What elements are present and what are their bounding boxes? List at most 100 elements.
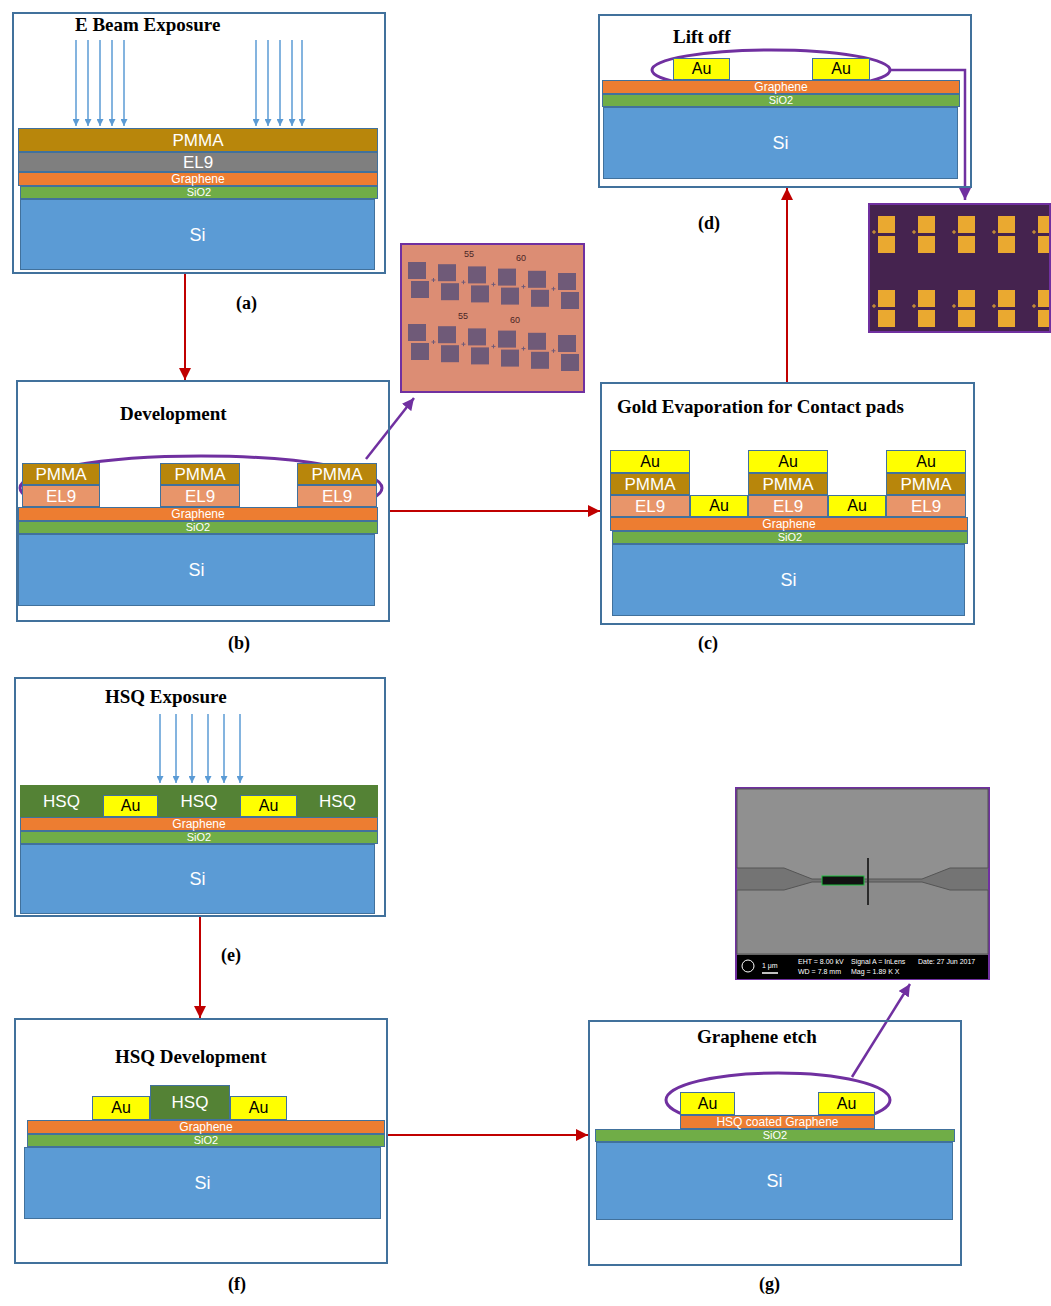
material-layer: HSQ — [150, 1085, 230, 1120]
alignment-mark — [432, 278, 436, 282]
layer-label: PMMA — [312, 466, 363, 483]
process-step-panel: E Beam Exposure(a)PMMAEL9GrapheneSiO2Si — [12, 12, 386, 274]
material-layer: PMMA — [160, 463, 240, 485]
resist-window — [471, 285, 489, 302]
image-annotation: Mag = 1.89 K X — [851, 968, 899, 975]
layer-label: Au — [916, 454, 936, 470]
layer-label: Au — [778, 454, 798, 470]
material-layer: SiO2 — [18, 521, 378, 534]
material-layer: Au — [103, 795, 158, 817]
image-annotation: 60 — [510, 316, 520, 325]
layer-label: Si — [189, 870, 205, 888]
beam-arrow — [239, 714, 241, 783]
material-layer: Graphene — [27, 1120, 385, 1134]
material-layer: EL9 — [160, 485, 240, 507]
layer-label: Graphene — [172, 818, 225, 830]
resist-window — [498, 331, 516, 348]
resist-window — [531, 290, 549, 307]
beam-arrow — [267, 40, 269, 126]
step-caption: (e) — [221, 945, 241, 966]
layer-label: Au — [837, 1096, 857, 1112]
alignment-mark — [462, 342, 466, 346]
material-layer: Au — [230, 1096, 287, 1120]
gold-pad — [998, 236, 1015, 253]
layer-label: PMMA — [36, 466, 87, 483]
resist-window — [528, 271, 546, 288]
process-step-panel: Lift off(d)AuAuGrapheneSiO2Si — [598, 14, 972, 188]
logo-mark — [742, 960, 754, 972]
gold-pad — [918, 290, 935, 307]
process-arrow — [184, 274, 186, 380]
material-layer: SiO2 — [27, 1134, 385, 1147]
process-arrow — [786, 188, 788, 382]
material-layer: HSQ — [158, 785, 240, 817]
gold-pad — [998, 216, 1015, 233]
resist-window — [411, 343, 429, 360]
gold-pads — [872, 216, 1049, 327]
gold-pad — [958, 216, 975, 233]
image-annotation: 60 — [516, 254, 526, 263]
resist-window — [561, 292, 579, 309]
step-title: Development — [120, 403, 227, 425]
material-layer: Si — [20, 844, 375, 914]
contact-pad — [737, 882, 988, 954]
resist-window — [531, 352, 549, 369]
layer-label: EL9 — [185, 488, 215, 505]
beam-arrow — [75, 40, 77, 126]
gold-pad — [1038, 216, 1049, 233]
gold-pad — [998, 290, 1015, 307]
layer-label: PMMA — [173, 132, 224, 149]
layer-label: Au — [698, 1096, 718, 1112]
material-layer: PMMA — [22, 463, 100, 485]
resist-window — [501, 288, 519, 305]
layer-label: Graphene — [179, 1121, 232, 1133]
alignment-mark — [492, 344, 496, 348]
process-step-panel: HSQ Development(f)AuHSQAuGrapheneSiO2Si — [14, 1018, 388, 1264]
material-layer: SiO2 — [20, 831, 378, 844]
gold-pad — [1038, 290, 1049, 307]
gold-pad — [958, 290, 975, 307]
sem-image — [736, 788, 989, 979]
layer-label: SiO2 — [187, 187, 211, 198]
layer-label: Au — [709, 498, 729, 514]
material-layer: Au — [673, 58, 730, 80]
material-layer: Au — [690, 495, 748, 517]
alignment-mark — [552, 349, 556, 353]
gold-pad — [878, 216, 895, 233]
resist-window — [471, 347, 489, 364]
alignment-mark — [992, 230, 996, 234]
alignment-mark — [912, 230, 916, 234]
layer-label: HSQ coated Graphene — [716, 1116, 838, 1128]
material-layer: EL9 — [22, 485, 100, 507]
micrograph-frame — [869, 204, 1050, 332]
alignment-mark — [872, 304, 876, 308]
alignment-mark — [462, 280, 466, 284]
layer-label: PMMA — [625, 476, 676, 493]
alignment-mark — [992, 304, 996, 308]
leader-arrow — [852, 984, 910, 1077]
layer-label: EL9 — [635, 498, 665, 515]
gold-pad — [878, 310, 895, 327]
step-title: HSQ Exposure — [105, 686, 227, 708]
material-layer: Si — [603, 107, 958, 179]
contact-pad — [737, 789, 988, 879]
layer-label: Au — [259, 798, 279, 814]
ebeam-arrows — [76, 40, 302, 126]
layer-label: Graphene — [171, 173, 224, 185]
resist-window — [408, 262, 426, 279]
image-annotation: 55 — [458, 312, 468, 321]
resist-window — [441, 283, 459, 300]
beam-arrow — [279, 40, 281, 126]
layer-label: Si — [772, 134, 788, 152]
step-caption: (c) — [698, 633, 718, 654]
layer-label: Si — [188, 561, 204, 579]
layer-label: Si — [189, 226, 205, 244]
layer-label: Au — [831, 61, 851, 77]
layer-label: SiO2 — [778, 532, 802, 543]
material-layer: SiO2 — [595, 1129, 955, 1142]
beam-arrow — [87, 40, 89, 126]
material-layer: Si — [24, 1147, 381, 1219]
step-caption: (f) — [228, 1274, 246, 1295]
material-layer: EL9 — [886, 495, 966, 517]
material-layer: HSQ — [297, 785, 378, 817]
